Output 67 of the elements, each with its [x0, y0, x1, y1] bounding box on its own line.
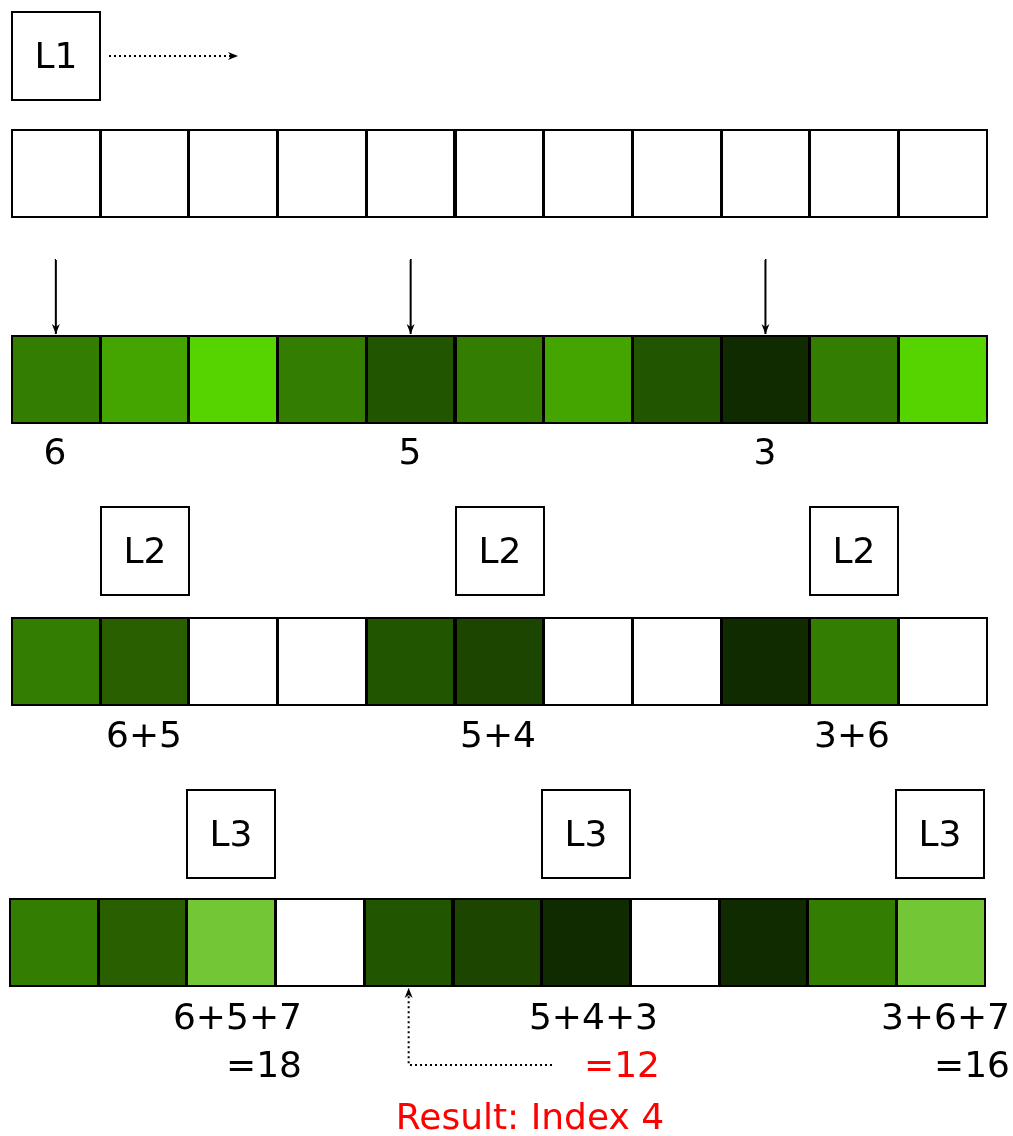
array-cell — [11, 335, 101, 424]
partial-sum-label: 6+5 — [105, 713, 183, 757]
array-cell — [188, 617, 279, 706]
result-sum-text: =12 — [560, 1041, 660, 1089]
array-cell — [99, 335, 190, 424]
array-cell — [543, 335, 633, 424]
array-cell — [809, 617, 899, 706]
dotted-arrow — [108, 52, 239, 60]
array-cell — [896, 898, 986, 987]
array-cell — [275, 898, 365, 987]
array-cell — [720, 335, 811, 424]
partial-sum-label: 5+4 — [459, 713, 537, 757]
level-box: L2 — [100, 506, 190, 596]
array-cell — [365, 129, 456, 218]
array-cell — [363, 898, 454, 987]
array-cell — [629, 898, 720, 987]
array-cell — [543, 617, 633, 706]
array-cell — [631, 335, 722, 424]
array-cell — [11, 129, 101, 218]
partial-sum-label: 5+4+3 — [527, 995, 658, 1039]
array-cell — [99, 129, 190, 218]
array-cell — [720, 129, 811, 218]
array-cell — [720, 617, 811, 706]
level-box: L2 — [455, 506, 545, 596]
level-box: L3 — [186, 789, 276, 879]
array-cell — [898, 617, 988, 706]
array-cell — [631, 617, 722, 706]
array-cell — [809, 129, 899, 218]
sum-index-label: 6 — [42, 430, 68, 474]
total-sum-label: 3+6+7 =16 — [879, 995, 1010, 1087]
array-cell — [898, 129, 988, 218]
array-cell — [9, 898, 99, 987]
array-cell — [277, 129, 367, 218]
arrow — [51, 259, 60, 335]
array-cell — [365, 617, 456, 706]
array-cell — [186, 898, 277, 987]
total-sum-label: 6+5+7 =18 — [171, 995, 302, 1087]
result-text: Result: Index 4 — [394, 1095, 666, 1136]
array-cell — [454, 129, 545, 218]
array-cell — [541, 898, 631, 987]
array-cell — [718, 898, 809, 987]
array-cell — [631, 129, 722, 218]
level-box: L2 — [809, 506, 899, 596]
array-cell — [454, 617, 545, 706]
array-cell — [277, 617, 367, 706]
level-box: L3 — [541, 789, 631, 879]
array-cell — [809, 335, 899, 424]
array-cell — [277, 335, 367, 424]
sum-index-label: 5 — [397, 430, 423, 474]
array-cell — [807, 898, 897, 987]
array-cell — [543, 129, 633, 218]
array-cell — [11, 617, 101, 706]
arrow — [761, 259, 770, 335]
array-cell — [188, 335, 279, 424]
dotted-arrow — [404, 987, 553, 1066]
array-cell — [898, 335, 988, 424]
array-cell — [97, 898, 188, 987]
level-box: L1 — [11, 11, 101, 101]
array-cell — [454, 335, 545, 424]
array-cell — [188, 129, 279, 218]
array-cell — [365, 335, 456, 424]
array-cell — [99, 617, 190, 706]
sum-index-label: 3 — [752, 430, 778, 474]
array-cell — [452, 898, 543, 987]
level-box: L3 — [895, 789, 985, 879]
partial-sum-label: 3+6 — [813, 713, 891, 757]
arrow — [406, 259, 415, 335]
